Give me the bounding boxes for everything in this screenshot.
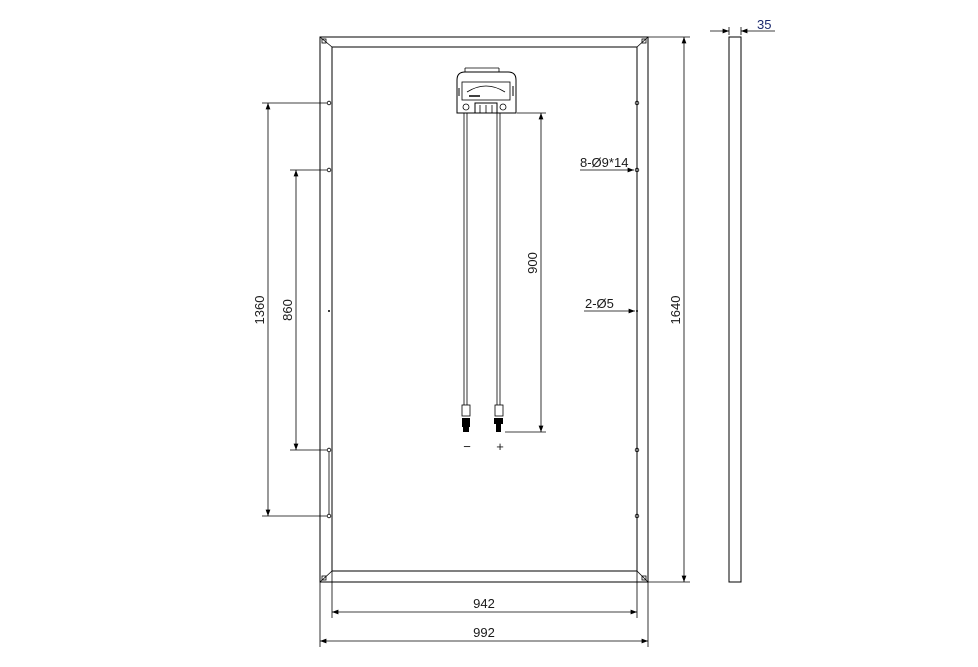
dimension-942-label: 942: [473, 596, 495, 611]
positive-connector: [494, 404, 504, 432]
positive-label: +: [496, 439, 504, 454]
dimension-992-label: 992: [473, 625, 495, 640]
dimension-900: [505, 112, 546, 433]
grounding-hole-callout-label: 2-Ø5: [585, 296, 614, 311]
cables: [463, 113, 501, 405]
mounting-hole-callout-label: 8-Ø9*14: [580, 155, 628, 170]
side-view-frame: [710, 27, 775, 583]
dimension-992: [319, 582, 649, 647]
negative-label: −: [463, 439, 471, 454]
dimension-1640: [648, 36, 690, 583]
dimension-35-label: 35: [757, 17, 771, 32]
dimension-900-label: 900: [525, 252, 540, 274]
dimension-860: [290, 169, 327, 451]
panel-frame: [319, 36, 649, 583]
dimension-860-label: 860: [280, 299, 295, 321]
mounting-holes: [326, 100, 640, 519]
negative-connector: [461, 404, 471, 432]
dimension-1640-label: 1640: [668, 296, 683, 325]
dimension-1360-label: 1360: [252, 296, 267, 325]
junction-box: [456, 67, 517, 114]
dimension-942: [331, 571, 638, 618]
dimension-1360: [262, 102, 327, 517]
